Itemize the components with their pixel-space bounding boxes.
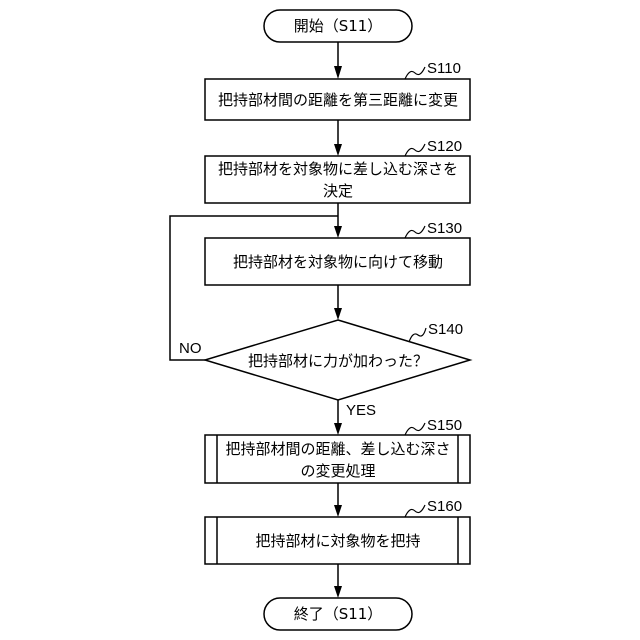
step-s160-label: S160 bbox=[427, 498, 462, 515]
end-terminator-label: 終了（S11） bbox=[294, 605, 383, 623]
no-branch-label: NO bbox=[179, 340, 202, 357]
arrow-s120-to-s130 bbox=[334, 203, 342, 238]
step-s130-label: S130 bbox=[427, 220, 462, 237]
step-s120-text-line-1: 把持部材を対象物に差し込む深さを bbox=[218, 160, 458, 178]
arrow-s160-to-end bbox=[334, 564, 342, 598]
start-terminator-label: 開始（S11） bbox=[294, 17, 383, 35]
step-s150-label: S150 bbox=[427, 417, 462, 434]
arrow-s140-to-s150 bbox=[334, 400, 342, 435]
step-s120-label: S120 bbox=[427, 138, 462, 155]
step-s160-leader-line bbox=[405, 505, 425, 517]
arrow-start-to-s110 bbox=[334, 42, 342, 79]
arrowhead bbox=[334, 226, 342, 238]
step-s140-leader-line bbox=[409, 328, 426, 342]
arrow-s110-to-s120 bbox=[334, 120, 342, 156]
arrow-s130-to-s140 bbox=[334, 285, 342, 320]
step-s110-text: 把持部材間の距離を第三距離に変更 bbox=[218, 91, 458, 109]
arrowhead bbox=[334, 505, 342, 517]
step-s110-leader-line bbox=[405, 67, 425, 79]
step-s120-leader-line bbox=[405, 144, 425, 156]
start-terminator: 開始（S11） bbox=[264, 10, 412, 42]
arrowhead bbox=[334, 144, 342, 156]
arrowhead bbox=[334, 308, 342, 320]
step-s120-text-line-2: 決定 bbox=[323, 182, 353, 200]
step-s150-text-line-1: 把持部材間の距離、差し込む深さ bbox=[225, 440, 450, 458]
step-s150-leader-line bbox=[405, 423, 425, 435]
step-s140: 把持部材に力が加わった？ S140 NO YES bbox=[179, 320, 470, 419]
end-terminator: 終了（S11） bbox=[264, 598, 412, 630]
step-s130-leader-line bbox=[405, 226, 425, 238]
step-s130-text: 把持部材を対象物に向けて移動 bbox=[233, 253, 443, 271]
step-s140-text: 把持部材に力が加わった？ bbox=[248, 352, 428, 370]
arrow-s150-to-s160 bbox=[334, 483, 342, 517]
yes-branch-label: YES bbox=[346, 402, 376, 419]
arrowhead bbox=[334, 66, 342, 79]
arrowhead bbox=[334, 423, 342, 435]
step-s150-text-line-2: の変更処理 bbox=[300, 462, 375, 480]
step-s160-text: 把持部材に対象物を把持 bbox=[255, 532, 420, 550]
step-s110-label: S110 bbox=[427, 60, 461, 77]
step-s140-label: S140 bbox=[428, 321, 463, 338]
arrowhead bbox=[334, 586, 342, 598]
